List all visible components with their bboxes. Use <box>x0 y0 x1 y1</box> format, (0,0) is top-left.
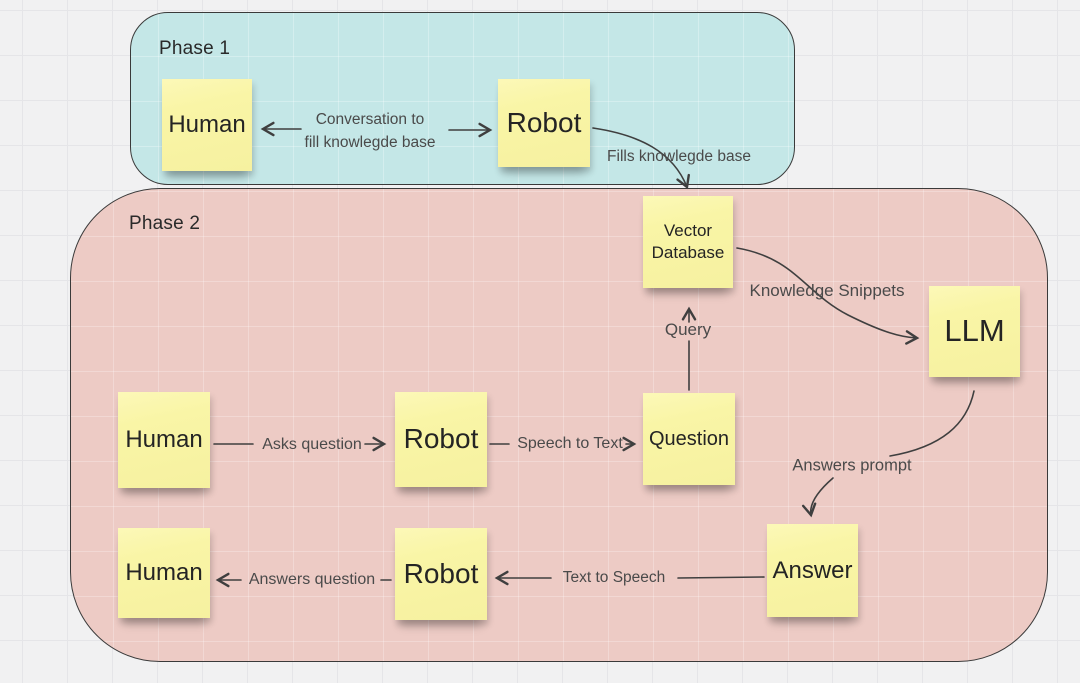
note-label: Human <box>168 111 246 139</box>
sticky-note-llm[interactable]: LLM <box>929 286 1020 377</box>
note-label: LLM <box>944 313 1005 349</box>
sticky-note-robot-answer[interactable]: Robot <box>395 528 487 620</box>
arrow-robot-fills-vector-database[interactable] <box>592 127 690 190</box>
arrow-label-conversation[interactable]: Conversation to fill knowlegde base <box>304 111 436 151</box>
phase2-container[interactable]: Phase 2 <box>70 188 1048 662</box>
sticky-note-human-phase1[interactable]: Human <box>162 79 252 171</box>
sticky-note-human-answer[interactable]: Human <box>118 528 210 618</box>
arrow-knowledge-snippets[interactable] <box>736 247 920 345</box>
sticky-note-robot-ask[interactable]: Robot <box>395 392 487 487</box>
note-label: Robot <box>403 557 479 589</box>
sticky-note-answer[interactable]: Answer <box>767 524 858 617</box>
note-label: Human <box>125 559 203 587</box>
note-label: Answer <box>772 556 853 584</box>
sticky-note-vector-database[interactable]: Vector Database <box>643 196 733 288</box>
arrow-label-knowledge-snippets[interactable]: Knowledge Snippets <box>749 281 905 300</box>
note-label-line2: Database <box>651 243 725 262</box>
sticky-note-question[interactable]: Question <box>643 393 735 485</box>
arrow-label-answers-prompt[interactable]: Answers prompt <box>792 456 912 475</box>
note-label: Robot <box>403 423 479 455</box>
phase2-title: Phase 2 <box>129 213 201 234</box>
sticky-note-robot-phase1[interactable]: Robot <box>498 79 590 167</box>
sticky-note-human-ask[interactable]: Human <box>118 392 210 488</box>
note-label: Question <box>648 428 730 450</box>
arrow-llm-answers-prompt[interactable] <box>801 390 975 518</box>
note-label-line1: Vector <box>663 220 713 240</box>
arrow-label-query[interactable]: Query <box>664 320 712 339</box>
arrow-label-speech-to-text[interactable]: Speech to Text <box>517 435 623 452</box>
arrow-label-fills-knowledge-base[interactable]: Fills knowlegde base <box>607 148 751 165</box>
phase1-title: Phase 1 <box>159 38 231 59</box>
arrow-label-text-to-speech[interactable]: Text to Speech <box>562 569 666 586</box>
arrow-label-asks-question[interactable]: Asks question <box>262 436 362 453</box>
note-label: Human <box>125 426 203 454</box>
arrow-label-answers-question[interactable]: Answers question <box>248 571 376 588</box>
arrow-text-to-speech[interactable] <box>494 570 765 586</box>
note-label: Robot <box>506 106 582 138</box>
